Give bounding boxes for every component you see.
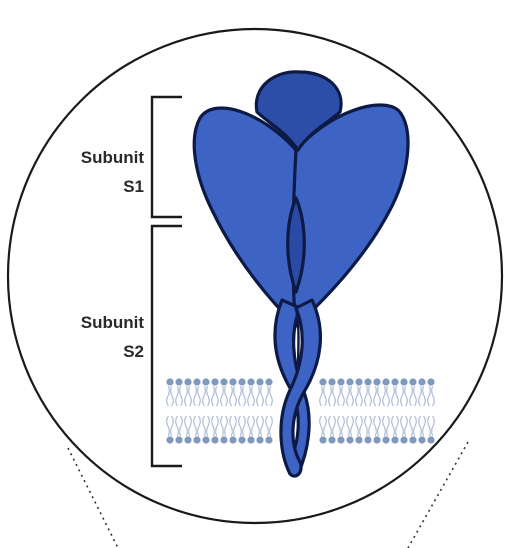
membrane-head-top (400, 378, 407, 385)
membrane-head-top (319, 378, 326, 385)
membrane-head-top (418, 378, 425, 385)
membrane-head-bottom (229, 436, 236, 443)
membrane-head-top (427, 378, 434, 385)
membrane-head-bottom (256, 436, 263, 443)
membrane-head-bottom (265, 436, 272, 443)
membrane-head-top (184, 378, 191, 385)
membrane-head-top (373, 378, 380, 385)
membrane-head-top (256, 378, 263, 385)
membrane-head-top (202, 378, 209, 385)
membrane-head-bottom (337, 436, 344, 443)
label-s1-line2: S1 (123, 177, 144, 196)
membrane-head-bottom (220, 436, 227, 443)
membrane-head-bottom (382, 436, 389, 443)
membrane-head-top (337, 378, 344, 385)
membrane-head-bottom (400, 436, 407, 443)
membrane-head-top (364, 378, 371, 385)
membrane-head-bottom (184, 436, 191, 443)
membrane-head-bottom (247, 436, 254, 443)
membrane-head-bottom (373, 436, 380, 443)
membrane-head-bottom (202, 436, 209, 443)
membrane-head-bottom (355, 436, 362, 443)
membrane-head-top (391, 378, 398, 385)
membrane-head-bottom (427, 436, 434, 443)
membrane-head-top (229, 378, 236, 385)
membrane-head-top (211, 378, 218, 385)
membrane-head-bottom (418, 436, 425, 443)
membrane-head-bottom (346, 436, 353, 443)
membrane-head-top (382, 378, 389, 385)
membrane-head-bottom (391, 436, 398, 443)
membrane-head-top (193, 378, 200, 385)
membrane-head-top (328, 378, 335, 385)
membrane-head-top (238, 378, 245, 385)
membrane-head-bottom (328, 436, 335, 443)
membrane-head-bottom (409, 436, 416, 443)
s2-central-spindle (288, 198, 305, 292)
membrane-head-top (166, 378, 173, 385)
label-s1-line1: Subunit (81, 148, 145, 167)
membrane-head-bottom (166, 436, 173, 443)
membrane-head-bottom (364, 436, 371, 443)
membrane-head-bottom (238, 436, 245, 443)
membrane-head-top (220, 378, 227, 385)
membrane-head-bottom (319, 436, 326, 443)
membrane-head-top (247, 378, 254, 385)
membrane-head-bottom (175, 436, 182, 443)
membrane-head-bottom (211, 436, 218, 443)
membrane-head-top (346, 378, 353, 385)
membrane-head-top (175, 378, 182, 385)
membrane-head-top (355, 378, 362, 385)
membrane-head-bottom (193, 436, 200, 443)
membrane-head-top (409, 378, 416, 385)
membrane-head-top (265, 378, 272, 385)
label-s2-line1: Subunit (81, 313, 145, 332)
label-s2-line2: S2 (123, 342, 144, 361)
